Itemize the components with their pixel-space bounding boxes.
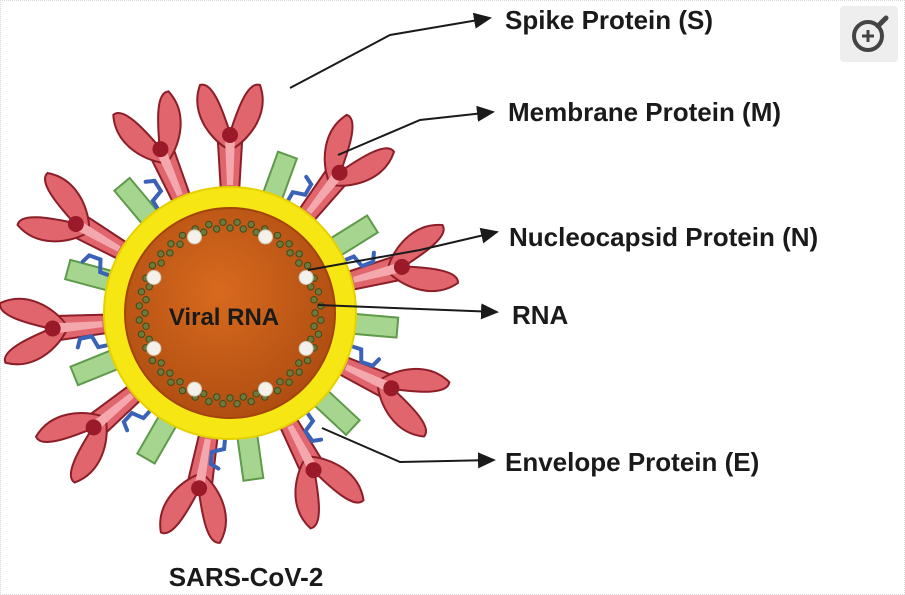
envelope-protein: [302, 409, 324, 444]
zoom-button[interactable]: [840, 6, 898, 62]
nucleocapsid-dot: [146, 341, 162, 356]
nucleocapsid-dot: [187, 381, 202, 397]
envelope-leader-line: [321, 427, 496, 469]
spike-protein-label: Spike Protein (S): [505, 5, 713, 35]
spike-leader-line: [289, 12, 492, 89]
nucleocapsid-dot: [187, 229, 202, 245]
rna-leader-line: [317, 303, 499, 320]
envelope-proteins: [75, 174, 381, 471]
spike-protein: [34, 381, 146, 484]
membrane-protein: [235, 431, 265, 482]
envelope-protein: [143, 178, 164, 214]
spike-protein: [159, 428, 227, 544]
viral-rna-label: Viral RNA: [169, 304, 279, 331]
envelope-protein: [284, 174, 314, 205]
membrane-protein-label: Membrane Protein (M): [508, 97, 781, 127]
nucleocapsid-protein-label: Nucleocapsid Protein (N): [509, 222, 818, 252]
leader-lines: [289, 12, 499, 469]
membrane-protein: [349, 312, 400, 339]
spike-protein: [112, 90, 193, 208]
envelope-protein: [121, 407, 154, 433]
nucleocapsid-dot: [298, 270, 314, 285]
envelope-protein: [208, 435, 228, 471]
nucleocapsid-dot: [258, 229, 273, 245]
spike-protein: [0, 297, 113, 366]
envelope-protein: [80, 253, 114, 279]
membrane-leader-line: [337, 105, 495, 156]
spike-proteins: [0, 83, 459, 544]
virus-name-caption: SARS-CoV-2: [169, 562, 324, 592]
spike-protein: [196, 83, 264, 194]
nucleocapsid-leader-line: [307, 227, 499, 271]
envelope-protein: [75, 333, 112, 350]
spike-protein: [342, 224, 459, 293]
viral-core: [124, 207, 336, 419]
membrane-proteins: [63, 150, 400, 482]
spike-protein: [277, 413, 365, 530]
nucleocapsid-dot: [298, 341, 314, 356]
rna-label: RNA: [512, 300, 569, 330]
nucleocapsid-dot: [258, 381, 273, 397]
envelope-protein: [347, 343, 381, 368]
nucleocapsid-dot: [146, 270, 162, 285]
nucleocapsid-dots: [146, 229, 314, 397]
zoom-in-icon: [852, 15, 889, 52]
spike-protein: [16, 171, 132, 263]
spike-protein: [295, 113, 396, 226]
spike-protein: [333, 354, 451, 438]
envelope-protein-label: Envelope Protein (E): [505, 447, 759, 477]
